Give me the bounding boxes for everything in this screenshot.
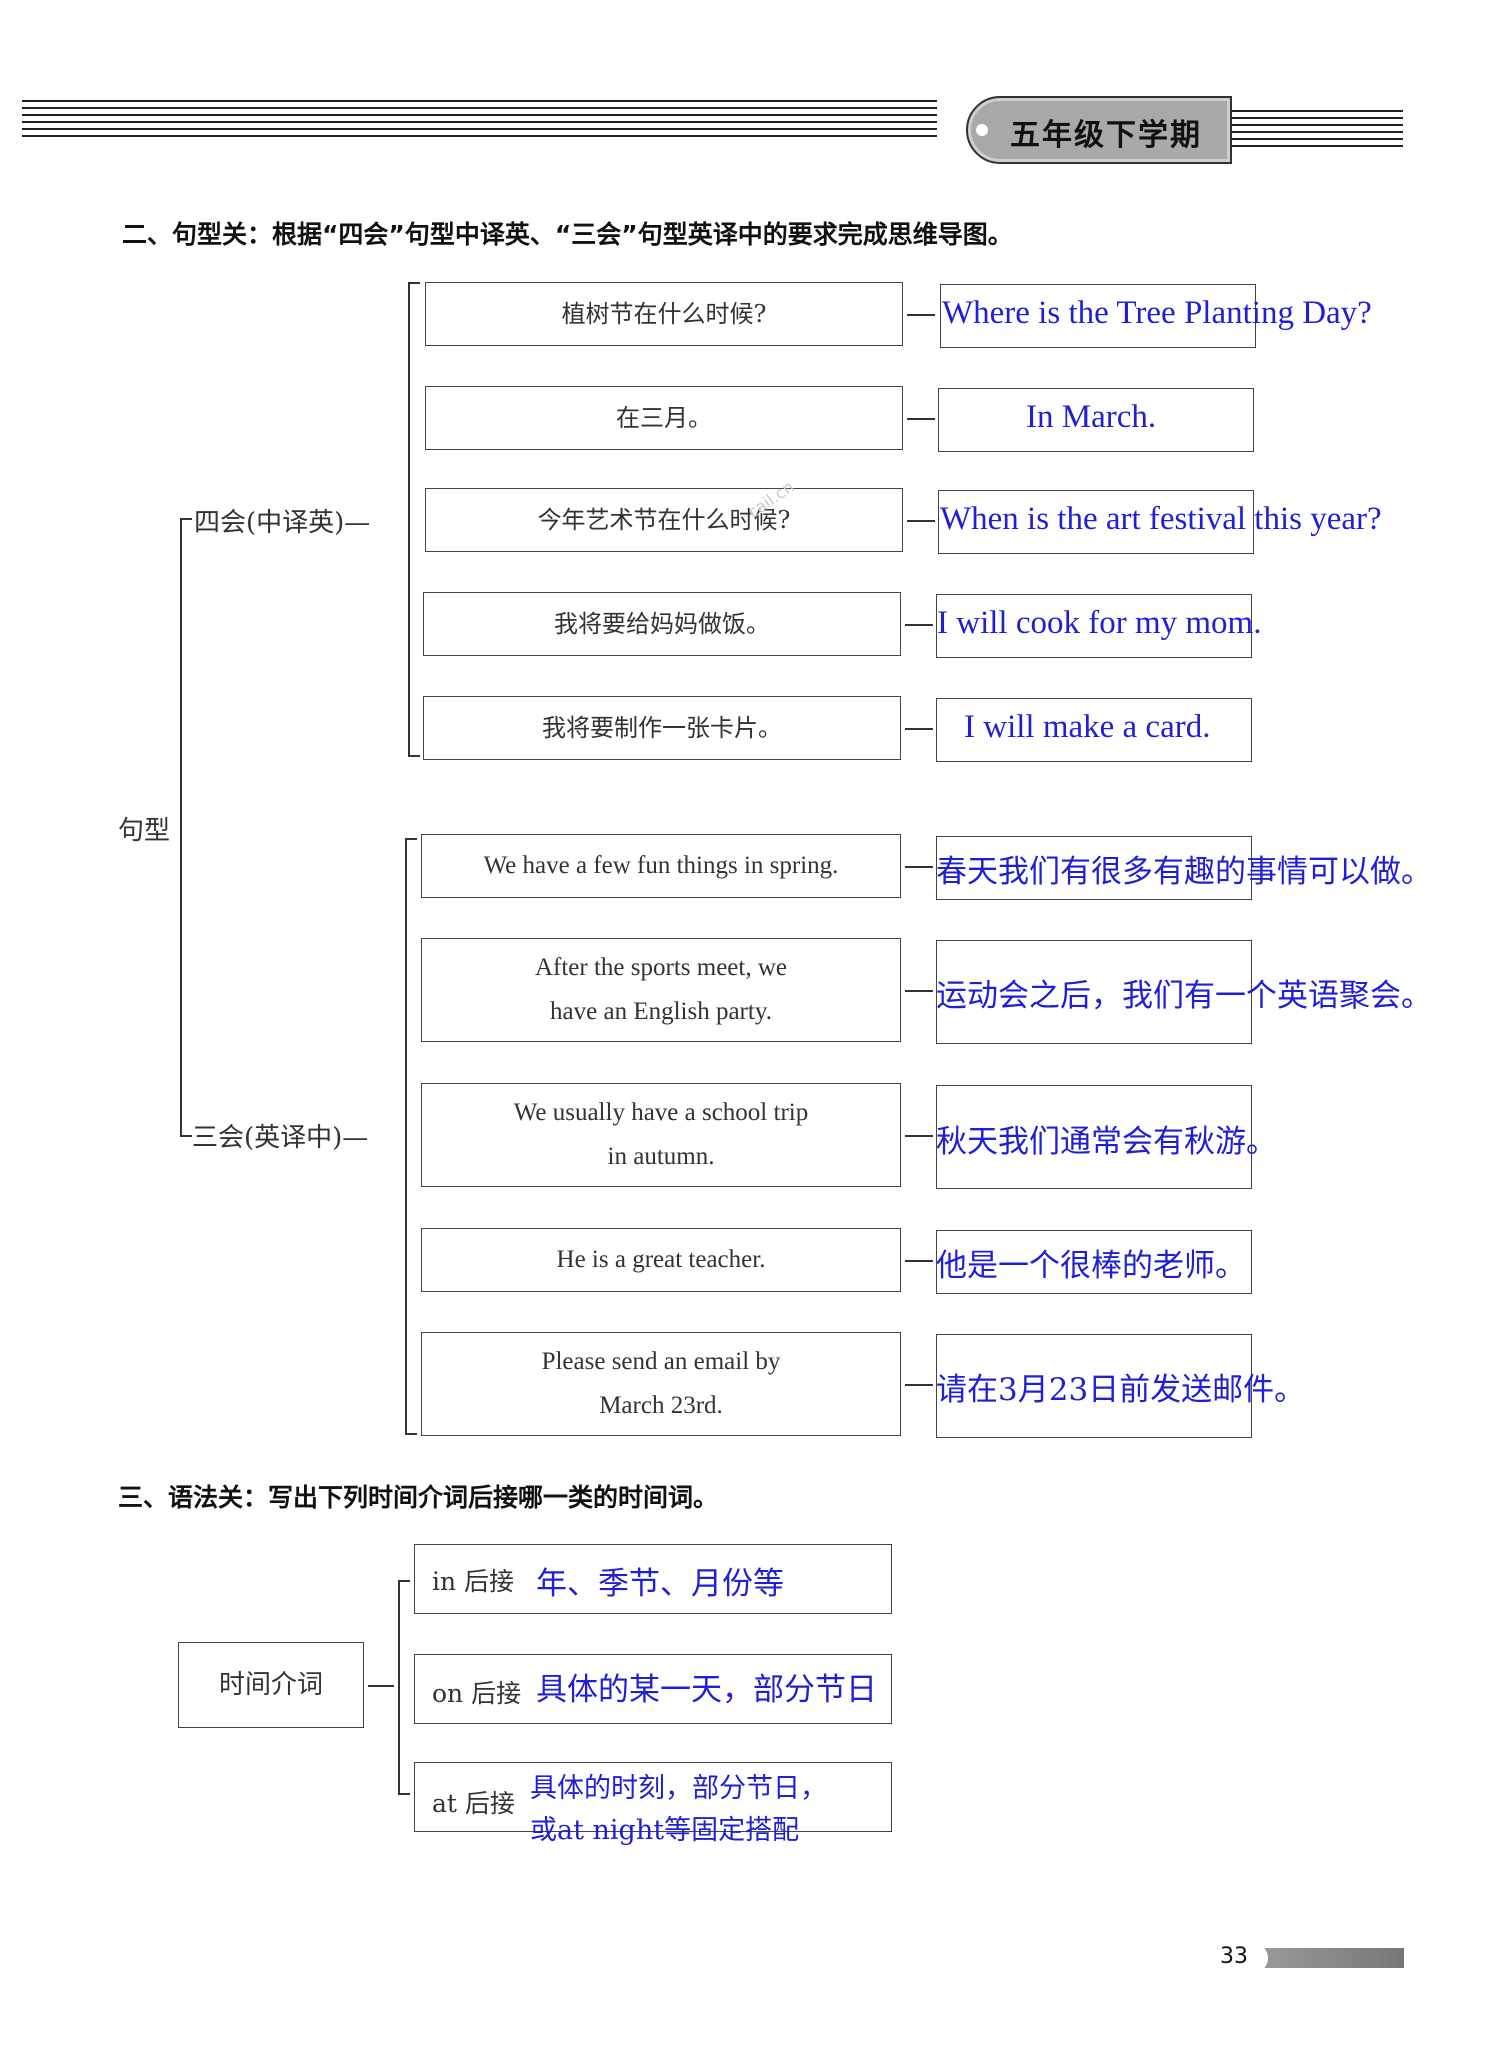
- section2-root-label: 句型: [118, 816, 171, 846]
- three-skills-answer-4: 他是一个很棒的老师。: [936, 1248, 1246, 1284]
- three-skills-answer-5: 请在3月23日前发送邮件。: [936, 1372, 1306, 1408]
- three-skills-prompt-3: We usually have a school trip in autumn.: [421, 1083, 901, 1187]
- group1-bracket-line: [408, 282, 410, 756]
- section3-title: 三、语法关：写出下列时间介词后接哪一类的时间词。: [118, 1483, 719, 1512]
- section3-bracket-bottom: [398, 1793, 410, 1795]
- connector-dash: [905, 1384, 933, 1386]
- connector-dash: [905, 990, 933, 992]
- three-skills-prompt-1-line1: We have a few fun things in spring.: [483, 852, 839, 879]
- prep-answer-at-line2: 或at night等固定搭配: [530, 1815, 800, 1846]
- three-skills-prompt-4-line1: He is a great teacher.: [556, 1246, 766, 1273]
- section2-title: 二、句型关：根据“四会”句型中译英、“三会”句型英译中的要求完成思维导图。: [122, 220, 1013, 249]
- connector-dash: [907, 520, 935, 522]
- group1-bracket-top: [408, 282, 420, 284]
- prep-answer-on: 具体的某一天，部分节日: [536, 1672, 877, 1708]
- three-skills-answer-1: 春天我们有很多有趣的事情可以做。: [936, 854, 1432, 890]
- header-title: 五年级下学期: [1010, 118, 1202, 153]
- header-dot-icon: [976, 124, 988, 136]
- three-skills-prompt-4: He is a great teacher.: [421, 1228, 901, 1292]
- three-skills-prompt-1: We have a few fun things in spring.: [421, 834, 901, 898]
- connector-dash: [907, 418, 935, 420]
- connector-dash: [905, 866, 933, 868]
- section3-root-label: 时间介词: [218, 1670, 323, 1700]
- answer-box-9[interactable]: [936, 1230, 1252, 1294]
- section3-root-box: 时间介词: [178, 1642, 364, 1728]
- four-skills-prompt-5: 我将要制作一张卡片。: [423, 696, 901, 760]
- prep-answer-at-line1: 具体的时刻，部分节日，: [530, 1773, 827, 1804]
- group1-bracket-bottom: [408, 755, 420, 757]
- three-skills-prompt-5-line1: Please send an email by: [541, 1348, 781, 1375]
- prep-box-at[interactable]: [414, 1762, 892, 1832]
- prep-box-in[interactable]: [414, 1544, 892, 1614]
- answer-box-7[interactable]: [936, 940, 1252, 1044]
- connector-dash: [905, 1135, 933, 1137]
- root-bracket-top: [180, 518, 192, 520]
- header-rule-right: [1225, 110, 1403, 152]
- four-skills-answer-2: In March.: [1026, 399, 1157, 435]
- connector-dash: [907, 314, 935, 316]
- connector-dash: [368, 1685, 394, 1687]
- prep-label-on: on 后接: [432, 1679, 522, 1708]
- prep-box-on[interactable]: [414, 1654, 892, 1724]
- section3-bracket-top: [398, 1580, 410, 1582]
- header-rule-left: [22, 100, 937, 142]
- four-skills-prompt-1: 植树节在什么时候?: [425, 282, 903, 346]
- three-skills-prompt-2-line2: have an English party.: [550, 998, 772, 1025]
- answer-box-6[interactable]: [936, 836, 1252, 900]
- prep-label-at: at 后接: [432, 1789, 515, 1818]
- three-skills-prompt-2-line1: After the sports meet, we: [534, 954, 787, 981]
- three-skills-prompt-2: After the sports meet, we have an Englis…: [421, 938, 901, 1042]
- four-skills-answer-1: Where is the Tree Planting Day?: [942, 295, 1372, 331]
- answer-box-4[interactable]: [936, 594, 1252, 658]
- page-number-bar: [1262, 1948, 1404, 1968]
- three-skills-answer-2: 运动会之后，我们有一个英语聚会。: [936, 978, 1432, 1014]
- answer-box-8[interactable]: [936, 1085, 1252, 1189]
- group2-bracket-line: [405, 838, 407, 1434]
- four-skills-answer-3: When is the art festival this year?: [940, 501, 1382, 537]
- answer-box-2[interactable]: [938, 388, 1254, 452]
- header-tab: [966, 96, 1232, 164]
- answer-box-1[interactable]: [940, 284, 1256, 348]
- three-skills-answer-3: 秋天我们通常会有秋游。: [936, 1124, 1277, 1160]
- group2-bracket-top: [405, 838, 417, 840]
- group-three-skills-label: 三会(英译中)—: [192, 1123, 369, 1153]
- page-number-badge: [1192, 1943, 1268, 1973]
- three-skills-prompt-5-line2: March 23rd.: [599, 1392, 723, 1419]
- group-four-skills-label: 四会(中译英)—: [194, 508, 371, 538]
- root-bracket-line: [180, 518, 182, 1136]
- connector-dash: [905, 728, 933, 730]
- three-skills-prompt-3-line2: in autumn.: [607, 1143, 715, 1170]
- four-skills-answer-5: I will make a card.: [964, 709, 1211, 745]
- root-bracket-bottom: [180, 1135, 192, 1137]
- three-skills-prompt-3-line1: We usually have a school trip: [513, 1099, 809, 1126]
- answer-box-10[interactable]: [936, 1334, 1252, 1438]
- section3-bracket-line: [398, 1580, 400, 1794]
- answer-box-3[interactable]: [938, 490, 1254, 554]
- prep-label-in: in 后接: [432, 1567, 515, 1596]
- connector-dash: [905, 624, 933, 626]
- page-number: 33: [1220, 1944, 1248, 1969]
- answer-box-5[interactable]: [936, 698, 1252, 762]
- four-skills-prompt-2: 在三月。: [425, 386, 903, 450]
- three-skills-prompt-5: Please send an email by March 23rd.: [421, 1332, 901, 1436]
- group2-bracket-bottom: [405, 1433, 417, 1435]
- four-skills-answer-4: I will cook for my mom.: [937, 605, 1262, 641]
- four-skills-prompt-3: 今年艺术节在什么时候?: [425, 488, 903, 552]
- connector-dash: [905, 1260, 933, 1262]
- four-skills-prompt-4: 我将要给妈妈做饭。: [423, 592, 901, 656]
- prep-answer-in: 年、季节、月份等: [536, 1566, 784, 1602]
